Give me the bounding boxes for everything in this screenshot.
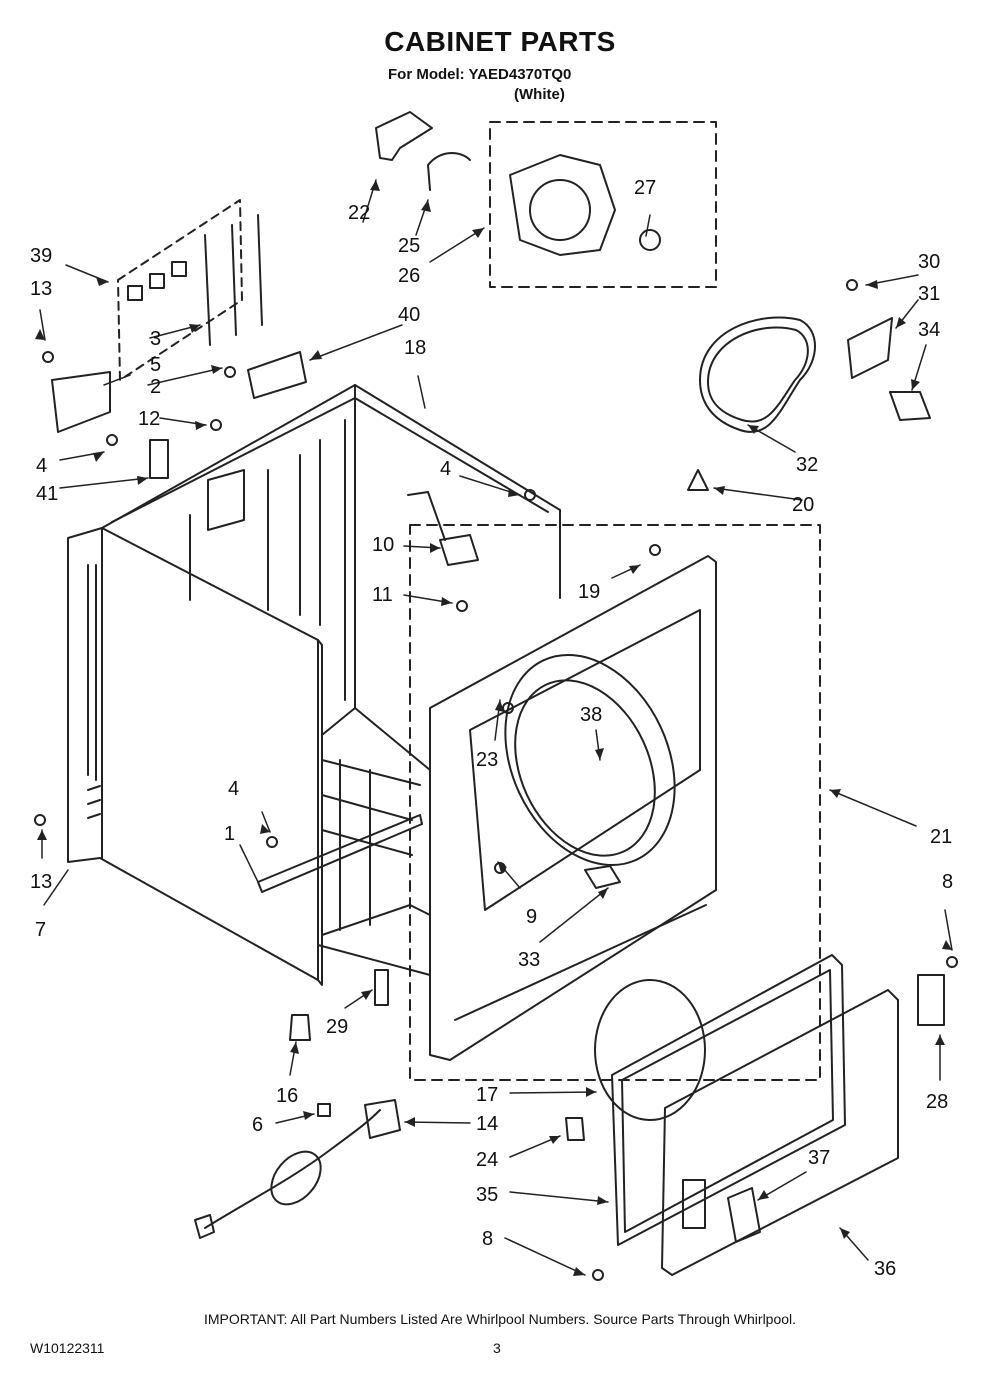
arrow-heads [35, 180, 952, 1276]
part-label: 30 [918, 251, 940, 273]
part-label: 4 [440, 458, 451, 480]
part-label: 1 [224, 823, 235, 845]
part-label: 33 [518, 949, 540, 971]
part-label: 38 [580, 704, 602, 726]
part-label: 13 [30, 871, 52, 893]
part-label: 36 [874, 1258, 896, 1280]
part-label: 13 [30, 278, 52, 300]
part-label: 12 [138, 408, 160, 430]
part-label: 34 [918, 319, 940, 341]
part-label: 8 [482, 1228, 493, 1250]
part-label: 29 [326, 1016, 348, 1038]
door-drawing [565, 954, 945, 1276]
part-label: 40 [398, 304, 420, 326]
part-label: 2 [150, 376, 161, 398]
part-label: 23 [476, 749, 498, 771]
part-label: 31 [918, 283, 940, 305]
part-label: 3 [150, 328, 161, 350]
document-number: W10122311 [30, 1340, 105, 1356]
part-label: 28 [926, 1091, 948, 1113]
part-label: 17 [476, 1084, 498, 1106]
part-label: 4 [228, 778, 239, 800]
part-label: 6 [252, 1114, 263, 1136]
part-label: 20 [792, 494, 814, 516]
part-label: 37 [808, 1147, 830, 1169]
page-number: 3 [493, 1340, 501, 1356]
part-label: 4 [36, 455, 47, 477]
part-label: 41 [36, 483, 58, 505]
front-panel-drawing [409, 524, 821, 1081]
model-line: For Model: YAED4370TQ0 [388, 66, 572, 83]
part-label: 11 [372, 584, 393, 606]
part-label: 10 [372, 534, 394, 556]
color-line: (White) [514, 86, 565, 103]
part-label: 21 [930, 826, 952, 848]
part-label: 8 [942, 871, 953, 893]
power-cord-drawing [194, 1099, 401, 1239]
part-labels: 1 2 3 4 4 4 5 6 7 8 8 9 10 11 12 13 13 1… [30, 177, 953, 1280]
screws [34, 279, 958, 1281]
part-label: 5 [150, 354, 161, 376]
part-label: 26 [398, 265, 420, 287]
part-label: 24 [476, 1149, 498, 1171]
part-label: 9 [526, 906, 537, 928]
page-title: CABINET PARTS [384, 26, 616, 57]
part-label: 25 [398, 235, 420, 257]
part-label: 35 [476, 1184, 498, 1206]
cabinet-drawing [51, 371, 561, 1041]
part-label: 7 [35, 919, 46, 941]
part-label: 19 [578, 581, 600, 603]
terminal-block-drawing [117, 199, 307, 399]
part-label: 32 [796, 454, 818, 476]
part-label: 16 [276, 1085, 298, 1107]
part-label: 27 [634, 177, 656, 199]
part-label: 22 [348, 202, 370, 224]
part-label: 14 [476, 1113, 498, 1135]
part-label: 39 [30, 245, 52, 267]
motor-drawing [375, 111, 931, 491]
footer-note: IMPORTANT: All Part Numbers Listed Are W… [203, 1311, 797, 1327]
part-label: 18 [404, 337, 426, 359]
